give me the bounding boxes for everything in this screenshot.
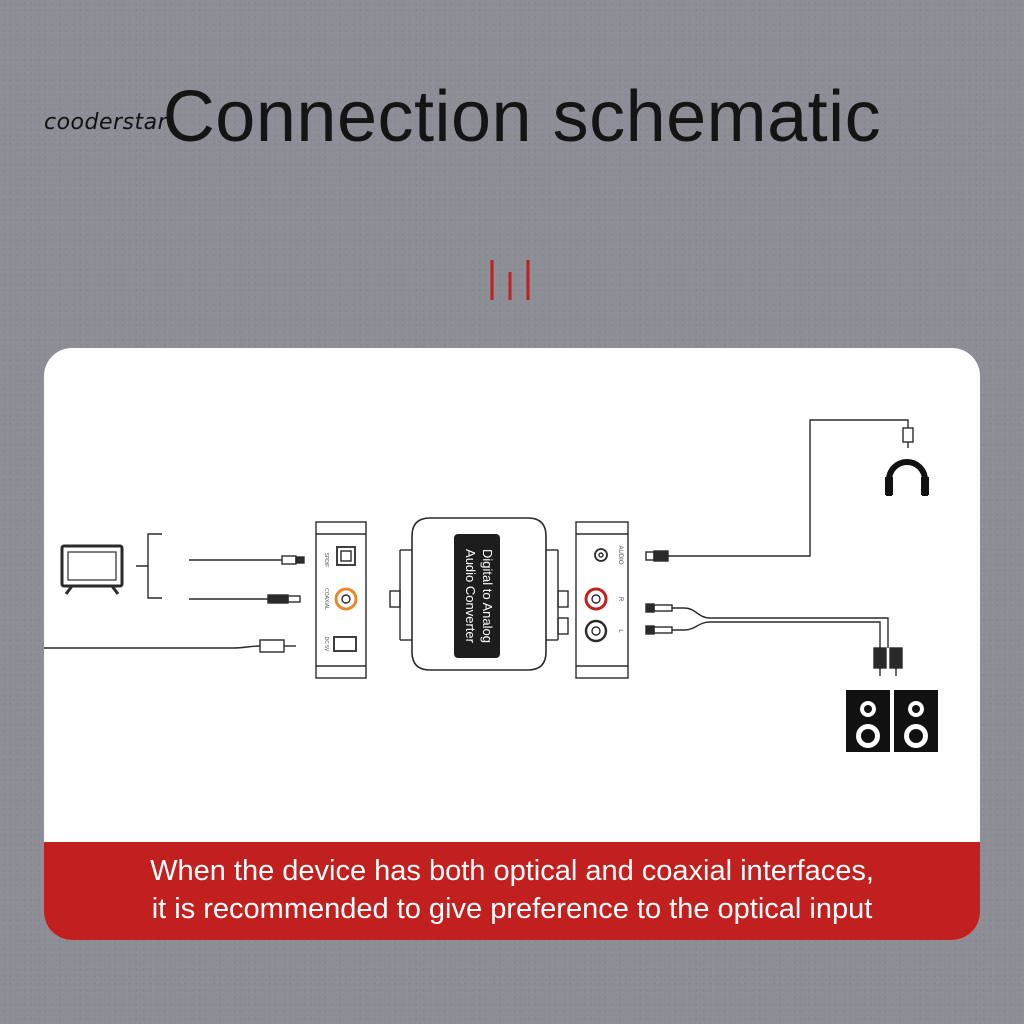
recommendation-line-2: it is recommended to give preference to … <box>151 893 873 925</box>
output-port-label-2: R <box>617 597 623 602</box>
page-title: Connection schematic <box>162 77 882 157</box>
power-cable <box>44 639 296 653</box>
input-port-label-3: DC 5V <box>323 637 329 652</box>
input-panel <box>315 521 367 679</box>
headphone-cable <box>645 419 914 562</box>
speaker-right-icon <box>894 690 938 752</box>
converter-label-line1: Digital to Analog <box>480 549 495 643</box>
output-port-label-1: AUDIO <box>617 545 623 564</box>
decorative-bars <box>490 260 530 300</box>
watermark: cooderstar <box>44 110 168 135</box>
recommendation-banner: When the device has both optical and coa… <box>44 842 980 940</box>
bracket <box>136 533 162 599</box>
rca-cables <box>645 603 903 676</box>
speaker-left-icon <box>846 690 890 752</box>
headphones-icon <box>885 459 929 496</box>
optical-cable <box>189 555 305 565</box>
output-port-label-3: L <box>617 629 623 633</box>
diagram-card: Digital to Analog Audio Converter SPDIF … <box>44 348 980 940</box>
input-port-label-1: SPDIF <box>323 553 329 568</box>
converter-label: Digital to Analog Audio Converter <box>463 549 495 644</box>
coaxial-cable <box>189 594 301 604</box>
input-port-label-2: COAXIAL <box>323 588 329 610</box>
tv-icon <box>60 544 124 595</box>
recommendation-line-1: When the device has both optical and coa… <box>150 855 874 887</box>
converter-label-line2: Audio Converter <box>463 549 478 644</box>
converter-box <box>399 517 559 671</box>
connection-diagram: Digital to Analog Audio Converter SPDIF … <box>44 419 938 752</box>
output-panel <box>575 521 629 679</box>
